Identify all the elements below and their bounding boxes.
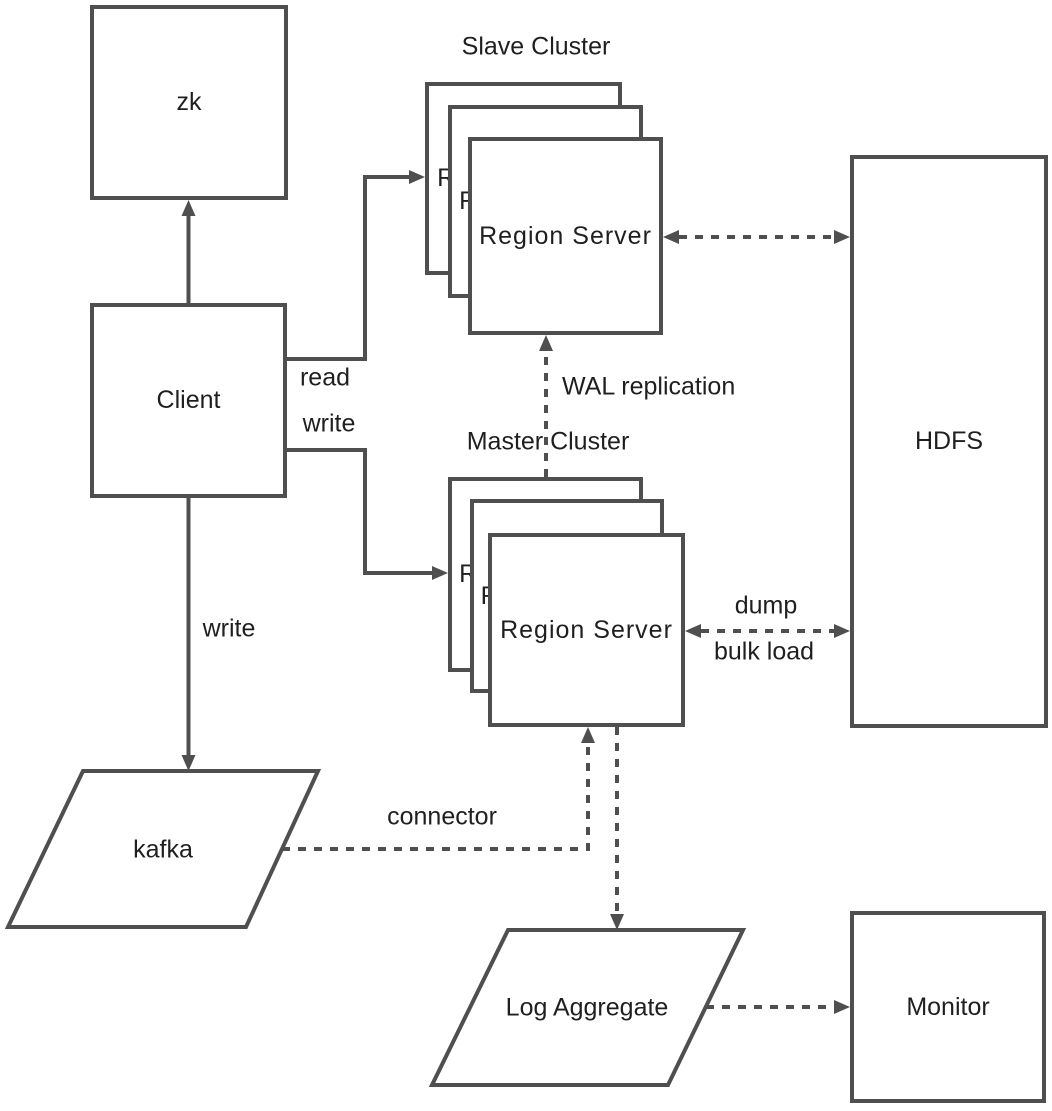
node-monitor: Monitor <box>850 911 1046 1103</box>
monitor-label: Monitor <box>906 992 990 1021</box>
kafka-label: kafka <box>133 835 193 864</box>
edge-kafka-connector <box>282 727 595 851</box>
edge-client-read <box>287 170 425 361</box>
node-log-aggregate-parallelogram <box>428 928 747 1087</box>
hdfs-label: HDFS <box>914 427 984 455</box>
zk-label: zk <box>176 88 202 116</box>
bulk-load-edge-label: bulk load <box>713 637 815 666</box>
client-label: Client <box>156 386 221 414</box>
slave-cluster-title: Slave Cluster <box>461 32 611 61</box>
node-client: Client <box>90 303 287 498</box>
edge-client-write <box>287 448 448 580</box>
node-hdfs: HDFS <box>850 155 1048 728</box>
wal-replication-edge-label: WAL replication <box>562 372 736 401</box>
node-zk: zk <box>90 5 288 200</box>
read-edge-label: read <box>299 363 351 392</box>
region-server-label: Region Server <box>500 615 673 644</box>
slave-region-server-front: Region Server <box>468 137 663 335</box>
write-kafka-edge-label: write <box>202 614 256 643</box>
dump-edge-label: dump <box>734 591 798 620</box>
master-region-server-front: Region Server <box>488 533 685 727</box>
master-cluster-title: Master Cluster <box>466 427 630 456</box>
region-server-label: Region Server <box>479 221 652 250</box>
node-kafka-parallelogram <box>4 769 322 929</box>
connector-edge-label: connector <box>387 802 497 831</box>
log-aggregate-label: Log Aggregate <box>505 993 669 1022</box>
write-edge-label: write <box>302 409 356 438</box>
